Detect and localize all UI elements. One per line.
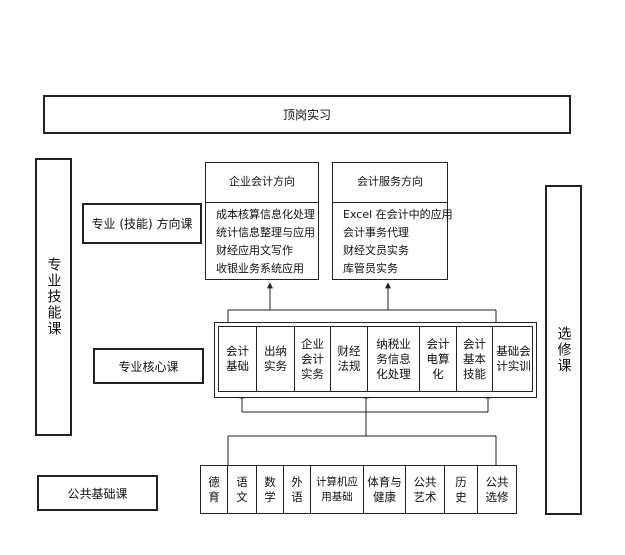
elective-label: 选修课 <box>555 326 572 374</box>
basic-course-label-box: 公共基础课 <box>37 475 158 511</box>
basic-course-cell: 公共 选修 <box>485 474 509 504</box>
direction-box-enterprise-accounting: 企业会计方向 成本核算信息化处理 统计信息整理与应用 财经应用文写作 收银业务系… <box>205 162 319 280</box>
internship-box: 顶岗实习 <box>43 95 571 134</box>
core-course-cell: 会计 基本 技能 <box>457 327 493 391</box>
list-item: 财经文员实务 <box>343 244 409 257</box>
basic-course-cell: 外 语 <box>284 466 311 513</box>
core-course-label-box: 专业核心课 <box>93 348 204 384</box>
basic-course-cell: 计算机应 用基础 <box>311 466 364 513</box>
list-item: Excel 在会计中的应用 <box>343 208 453 221</box>
basic-course-cell: 公共 艺术 <box>406 466 445 513</box>
basic-course-cell: 体育与 健康 <box>364 466 406 513</box>
professional-skills-label: 专业技能课 <box>45 257 62 337</box>
basic-course-label: 公共基础课 <box>67 486 128 501</box>
divider <box>206 202 318 203</box>
list-item: 财经应用文写作 <box>216 244 293 257</box>
direction-title: 企业会计方向 <box>229 175 295 188</box>
divider <box>333 202 447 203</box>
direction-item-list: 成本核算信息化处理 统计信息整理与应用 财经应用文写作 收银业务系统应用 <box>216 206 315 278</box>
professional-skills-column: 专业技能课 <box>35 158 72 436</box>
list-item: 库管员实务 <box>343 262 398 275</box>
core-course-cell: 会计 基础 <box>219 327 257 391</box>
basic-course-cell: 德 育 <box>201 466 228 513</box>
direction-title: 会计服务方向 <box>357 175 423 188</box>
list-item: 统计信息整理与应用 <box>216 226 315 239</box>
basic-course-cell: 历 史 <box>445 466 478 513</box>
direction-box-accounting-service: 会计服务方向 Excel 在会计中的应用 会计事务代理 财经文员实务 库管员实务 <box>332 162 453 280</box>
direction-course-label: 专业 (技能) 方向课 <box>91 217 193 231</box>
basic-course-cell: 语 文 <box>228 466 257 513</box>
core-course-cell: 财经 法规 <box>331 327 368 391</box>
list-item: 会计事务代理 <box>343 226 409 239</box>
core-course-label: 专业核心课 <box>118 359 179 374</box>
core-course-cell: 会计 电算 化 <box>420 327 457 391</box>
core-course-cell: 企业 会计 实务 <box>295 327 331 391</box>
core-course-cell: 出纳 实务 <box>257 327 295 391</box>
core-courses-row: 会计 基础 出纳 实务 企业 会计 实务 财经 法规 纳税业 务信息 化处理 会… <box>218 326 533 392</box>
direction-item-list: Excel 在会计中的应用 会计事务代理 财经文员实务 库管员实务 <box>343 206 453 278</box>
basic-course-cell: 数 学 <box>257 466 284 513</box>
internship-label: 顶岗实习 <box>282 108 331 122</box>
direction-course-label-box: 专业 (技能) 方向课 <box>82 203 202 244</box>
list-item: 收银业务系统应用 <box>216 262 304 275</box>
core-courses-container: 会计 基础 出纳 实务 企业 会计 实务 财经 法规 纳税业 务信息 化处理 会… <box>214 322 537 398</box>
elective-column: 选修课 <box>545 185 582 515</box>
list-item: 成本核算信息化处理 <box>216 208 315 221</box>
core-course-cell: 纳税业 务信息 化处理 <box>368 327 420 391</box>
core-course-cell: 基础会 计实训 <box>496 344 531 373</box>
basic-courses-row: 德 育 语 文 数 学 外 语 计算机应 用基础 体育与 健康 公共 艺术 历 … <box>200 465 517 514</box>
